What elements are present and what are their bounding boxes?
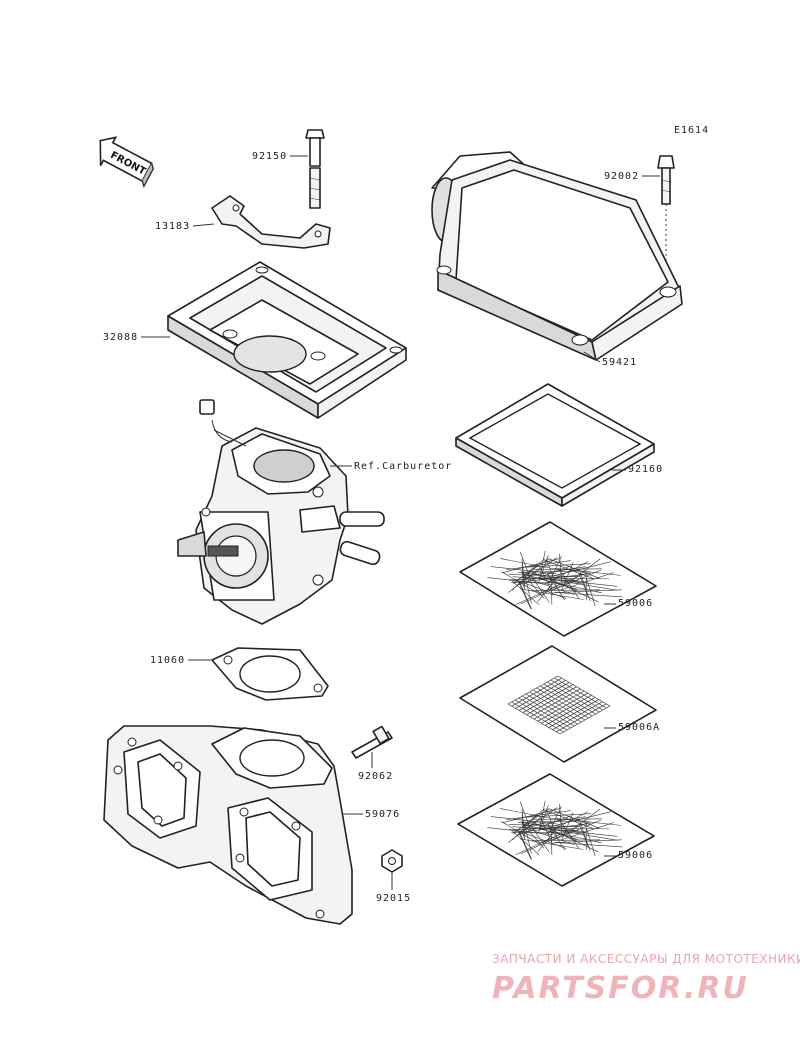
part-92062-stud[interactable]	[351, 725, 393, 759]
part-59006-screen-top[interactable]	[459, 521, 657, 637]
screen-mesh	[487, 550, 623, 610]
part-label-92062[interactable]: 92062	[358, 771, 393, 782]
part-carburetor[interactable]	[177, 399, 385, 625]
part-59006A-screen[interactable]	[459, 645, 657, 763]
part-13183-bracket[interactable]	[211, 195, 331, 249]
part-label-92150[interactable]: 92150	[252, 151, 287, 162]
part-label-ref-carburetor[interactable]: Ref.Carburetor	[354, 461, 452, 472]
part-label-92002[interactable]: 92002	[604, 171, 639, 182]
part-59076-manifold[interactable]	[103, 725, 353, 925]
part-59006-screen-bottom[interactable]	[457, 773, 655, 887]
part-92150-bolt[interactable]	[305, 129, 325, 209]
front-arrow-icon: FRONT	[99, 136, 154, 189]
watermark-tagline: ЗАПЧАСТИ И АКСЕССУАРЫ ДЛЯ МОТОТЕХНИКИ	[492, 952, 800, 966]
screen-mesh-grid	[507, 675, 611, 735]
part-label-59006-bottom[interactable]: 59006	[618, 850, 653, 861]
part-32088-base[interactable]	[167, 261, 407, 419]
part-label-32088[interactable]: 32088	[103, 332, 138, 343]
watermark-brand: PARTSFOR.RU	[492, 971, 749, 1006]
part-label-13183[interactable]: 13183	[155, 221, 190, 232]
part-label-59006-top[interactable]: 59006	[618, 598, 653, 609]
part-59421-cover[interactable]	[431, 151, 683, 361]
part-92015-nut[interactable]	[381, 849, 403, 873]
part-92160-seal[interactable]	[455, 383, 655, 507]
part-label-92160[interactable]: 92160	[628, 464, 663, 475]
part-label-11060[interactable]: 11060	[150, 655, 185, 666]
part-11060-gasket[interactable]	[211, 647, 329, 701]
part-92002-bolt[interactable]	[657, 155, 675, 205]
diagram-code: E1614	[674, 125, 709, 136]
part-label-59006A[interactable]: 59006A	[618, 722, 660, 733]
part-label-59421[interactable]: 59421	[602, 357, 637, 368]
screen-mesh	[487, 800, 623, 860]
part-label-92015[interactable]: 92015	[376, 893, 411, 904]
part-label-59076[interactable]: 59076	[365, 809, 400, 820]
